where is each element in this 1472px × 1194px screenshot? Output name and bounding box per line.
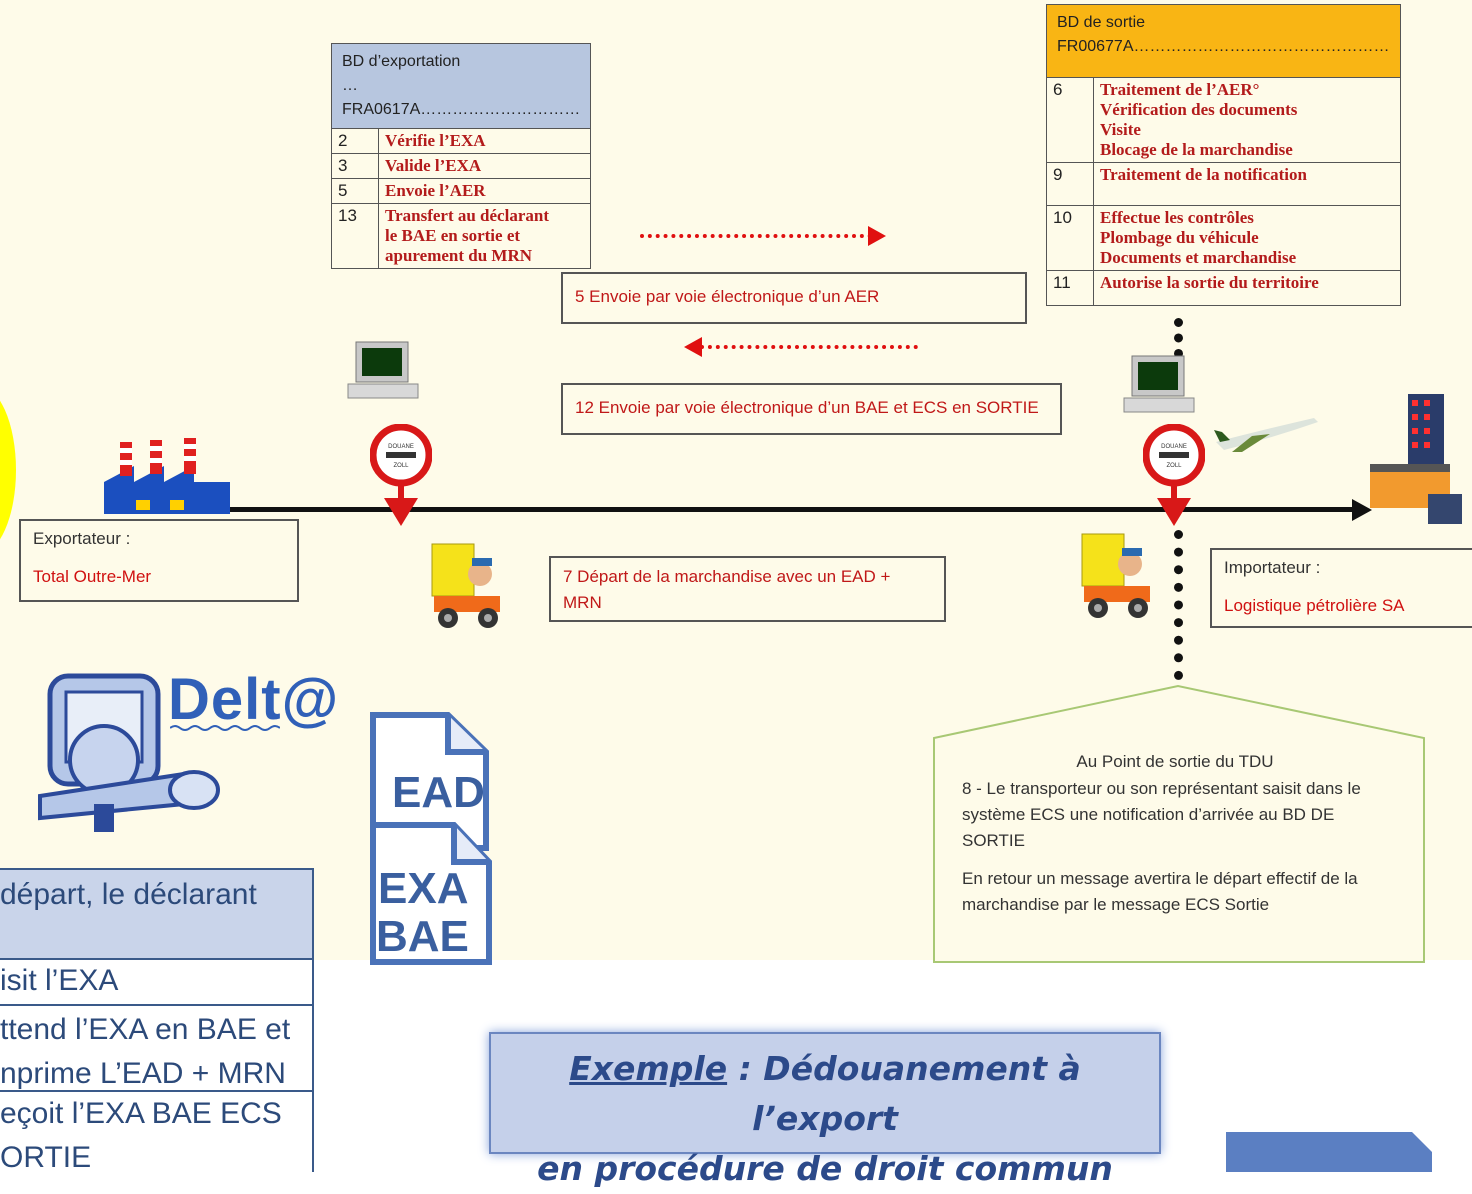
document-ead-label: EAD — [392, 768, 485, 817]
document-bae-label: BAE — [376, 912, 469, 961]
banner-line2: en procédure de droit commun — [537, 1149, 1113, 1188]
computer-icon — [347, 341, 419, 399]
step-text: Valide l’EXA — [377, 153, 592, 179]
importer-box: Importateur : Logistique pétrolière SA — [1210, 548, 1472, 628]
step-text: Traitement de la notification — [1093, 162, 1401, 206]
exit-point-paragraph-2: En retour un message avertira le départ … — [962, 869, 1358, 914]
delta-logo-text: Delt@ — [168, 667, 340, 732]
truck-icon — [1081, 533, 1150, 618]
banner-line1: Dédouanement à l’export — [752, 1049, 1081, 1138]
customs-sign-bottom: ZOLL — [393, 463, 409, 469]
customs-sign-top: DOUANE — [388, 444, 414, 450]
customs-sign-top: DOUANE — [1161, 444, 1187, 450]
step-number: 5 — [331, 178, 379, 204]
delta-underline-icon — [170, 725, 280, 731]
exit-vertical-dotted-line — [1174, 318, 1183, 358]
document-exa-label: EXA — [378, 864, 469, 913]
message-depart-box: 7 Départ de la marchandise avec un EAD +… — [549, 556, 946, 622]
exit-point-callout-shape — [933, 684, 1425, 963]
computer-icon — [1123, 355, 1195, 413]
factory-icon — [104, 438, 230, 514]
document-exa-bae-icon — [370, 822, 492, 965]
building-icon — [1370, 394, 1462, 524]
arrow-right-icon — [868, 226, 886, 246]
customs-sign-icon: DOUANE ZOLL — [1143, 424, 1205, 526]
declarant-row: eçoit l’EXA BAE ECS ORTIE — [0, 1090, 314, 1174]
step-number: 13 — [331, 203, 379, 269]
declarant-row-text: isit l’EXA — [0, 964, 119, 997]
importer-label: Importateur : — [1224, 558, 1321, 577]
step-text: Transfert au déclarant le BAE en sortie … — [377, 203, 592, 269]
declarant-row: ttend l’EXA en BAE et nprime L’EAD + MRN — [0, 1004, 314, 1090]
banner-separator: : — [727, 1049, 764, 1088]
step-text: Envoie l’AER — [377, 178, 592, 204]
declarant-row: isit l’EXA — [0, 958, 314, 1004]
exit-point-title: Au Point de sortie du TDU — [1076, 752, 1274, 771]
exporter-name: Total Outre-Mer — [33, 567, 152, 586]
step-number: 11 — [1046, 270, 1094, 306]
arrow-left-icon — [684, 337, 702, 357]
message-bae-box: 12 Envoie par voie électronique d’un BAE… — [561, 383, 1062, 435]
message-aer-box: 5 Envoie par voie électronique d’un AER — [561, 272, 1027, 324]
step-number: 3 — [331, 153, 379, 179]
exit-vertical-dotted-line-lower — [1174, 530, 1183, 680]
delta-user-icon — [38, 673, 220, 832]
airplane-icon — [1214, 418, 1318, 452]
timeline-line — [230, 507, 1360, 512]
arrow-bae-line — [700, 345, 918, 349]
customs-sign-bottom: ZOLL — [1166, 463, 1182, 469]
step-text: Autorise la sortie du territoire — [1093, 270, 1401, 306]
step-number: 6 — [1046, 77, 1094, 163]
step-number: 2 — [331, 128, 379, 154]
banner-prefix: Exemple — [569, 1049, 728, 1088]
arrow-aer-line — [640, 234, 872, 238]
exporter-label: Exportateur : — [33, 529, 131, 548]
step-text: Vérifie l’EXA — [377, 128, 592, 154]
exit-office-title: BD de sortie — [1057, 14, 1146, 31]
step-number: 9 — [1046, 162, 1094, 206]
export-office-ref: …FRA0617A………………………… — [342, 77, 581, 118]
exit-point-paragraph-1: 8 - Le transporteur ou son représentant … — [962, 779, 1361, 850]
message-bae-text: 12 Envoie par voie électronique d’un BAE… — [575, 398, 1039, 417]
step-text: Traitement de l’AER° Vérification des do… — [1093, 77, 1401, 163]
title-banner: Exemple : Dédouanement à l’export en pro… — [489, 1032, 1161, 1188]
message-aer-text: 5 Envoie par voie électronique d’un AER — [575, 287, 880, 306]
export-office-title: BD d’exportation — [342, 53, 461, 70]
timeline-arrowhead-icon — [1352, 499, 1372, 521]
declarant-panel-header: départ, le déclarant — [0, 868, 314, 958]
importer-name: Logistique pétrolière SA — [1224, 596, 1405, 615]
page-tab-shape — [1226, 1132, 1432, 1172]
exporter-box: Exportateur : Total Outre-Mer — [19, 519, 299, 602]
declarant-panel-header-text: départ, le déclarant — [0, 878, 257, 911]
step-number: 10 — [1046, 205, 1094, 271]
step-text: Effectue les contrôles Plombage du véhic… — [1093, 205, 1401, 271]
truck-icon — [431, 543, 500, 628]
customs-sign-icon: DOUANE ZOLL — [370, 424, 432, 526]
exit-office-ref: FR00677A………………………………………… — [1057, 38, 1390, 55]
